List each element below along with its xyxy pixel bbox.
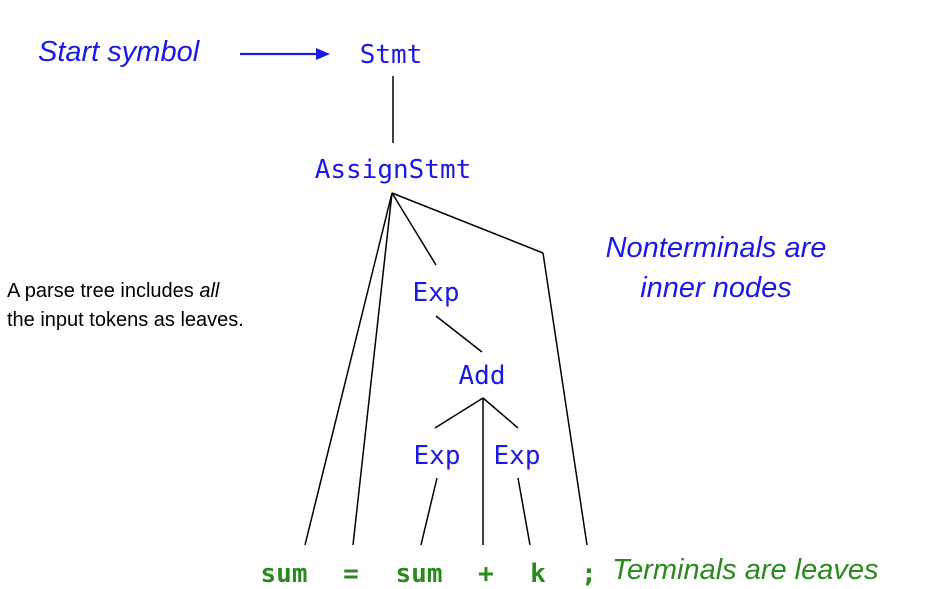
- leaf-sum-1: sum: [260, 559, 308, 589]
- nonterminals-note-line1: Nonterminals are: [605, 232, 827, 264]
- edge-assignstmt-exp: [391, 192, 437, 266]
- start-symbol-arrow: [240, 48, 330, 60]
- edge-expright-k: [517, 477, 531, 546]
- start-symbol-label: Start symbol: [38, 36, 200, 68]
- edge-semicolon-stem: [542, 252, 588, 546]
- edge-assignstmt-equals: [352, 192, 393, 546]
- leaf-k: k: [530, 559, 546, 589]
- nonterminals-note-line2: inner nodes: [640, 272, 792, 304]
- leaf-plus: +: [478, 559, 494, 589]
- leaf-equals: =: [343, 559, 359, 589]
- caption-emphasis: all: [199, 280, 220, 302]
- edge-exp-add: [435, 315, 483, 353]
- node-exp-top: Exp: [412, 278, 460, 308]
- caption-line2: the input tokens as leaves.: [7, 309, 244, 331]
- leaf-sum-2: sum: [395, 559, 443, 589]
- parse-tree-caption: A parse tree includes all the input toke…: [7, 277, 244, 335]
- node-assign-stmt: AssignStmt: [314, 155, 472, 185]
- caption-line1: A parse tree includes all: [7, 277, 244, 306]
- edge-add-expleft: [434, 397, 484, 429]
- terminals-note: Terminals are leaves: [612, 554, 879, 586]
- edge-expleft-sum2: [420, 477, 438, 546]
- edge-assignstmt-semicolon: [391, 192, 544, 254]
- edge-assignstmt-sum1: [304, 192, 393, 546]
- node-exp-right: Exp: [493, 441, 541, 471]
- node-exp-left: Exp: [413, 441, 461, 471]
- arrow-head-icon: [316, 48, 330, 60]
- node-add: Add: [458, 361, 506, 391]
- edge-add-expright: [482, 397, 519, 429]
- node-stmt: Stmt: [359, 40, 423, 70]
- caption-line1-text: A parse tree includes: [7, 280, 200, 302]
- leaf-semicolon: ;: [581, 559, 597, 589]
